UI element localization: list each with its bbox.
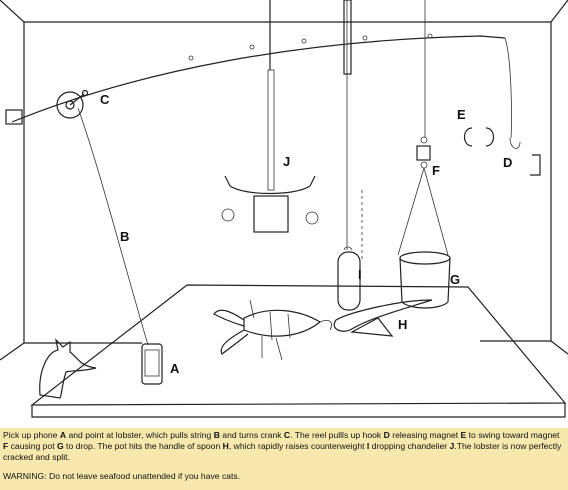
counterweight xyxy=(337,0,363,311)
label-i: I xyxy=(358,267,362,282)
table xyxy=(30,284,567,418)
caption-key: J xyxy=(449,441,455,451)
rube-goldberg-diagram: A B C D E F G H I J xyxy=(0,0,568,418)
label-g: G xyxy=(450,272,460,287)
magnet-and-pot xyxy=(397,0,451,309)
caption-key: D xyxy=(383,430,390,440)
caption-part: dropping chandelier xyxy=(369,441,450,451)
label-j: J xyxy=(283,154,290,169)
label-d: D xyxy=(503,155,512,170)
label-f: F xyxy=(432,163,440,178)
warning-text: WARNING: Do not leave seafood unattended… xyxy=(3,471,241,481)
crank-reel xyxy=(56,89,89,119)
caption-key: I xyxy=(366,441,370,451)
phone xyxy=(141,343,163,385)
spoon xyxy=(333,299,433,337)
label-h: H xyxy=(398,317,407,332)
caption-key: F xyxy=(3,441,9,451)
caption-key: A xyxy=(59,430,67,440)
caption-key: C xyxy=(283,430,291,440)
caption-key: H xyxy=(222,441,229,451)
lobster xyxy=(213,299,332,361)
label-e: E xyxy=(457,107,466,122)
label-a: A xyxy=(170,361,180,376)
caption-text: Pick up phone A and point at lobster, wh… xyxy=(3,430,562,463)
magnet-and-hook xyxy=(463,127,541,176)
cat xyxy=(39,338,97,399)
caption-part: releasing magnet xyxy=(389,430,461,440)
string xyxy=(77,107,149,346)
caption-part: . The reel pullls up hook xyxy=(290,430,384,440)
caption-part: causing pot xyxy=(8,441,57,451)
caption-part: and turns crank xyxy=(219,430,284,440)
chandelier xyxy=(221,0,319,233)
caption-part: , which rapidly raises counterweight xyxy=(228,441,367,451)
caption-key: B xyxy=(213,430,220,440)
caption-key: E xyxy=(460,430,467,440)
caption-key: G xyxy=(56,441,64,451)
caption-part: and point at lobster, which pulls string xyxy=(66,430,214,440)
caption-part: to swing toward magnet xyxy=(466,430,560,440)
caption-part: .The lobster is now perfectly cracked an… xyxy=(3,441,562,462)
caption-panel: Pick up phone A and point at lobster, wh… xyxy=(0,428,568,490)
caption-part: to drop. The pot hits the handle of spoo… xyxy=(63,441,223,451)
caption-part: Pick up phone xyxy=(3,430,60,440)
label-b: B xyxy=(120,229,129,244)
label-c: C xyxy=(100,92,110,107)
